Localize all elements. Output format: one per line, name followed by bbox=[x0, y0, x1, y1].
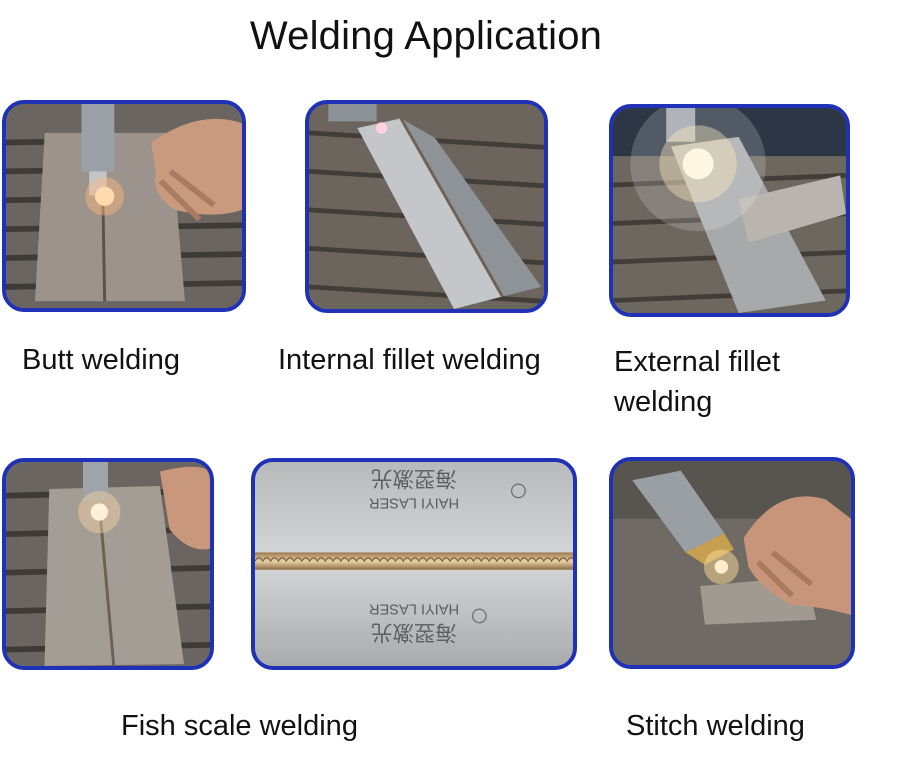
plate-mark-brand-en-top: HAIYI LASER bbox=[369, 495, 459, 511]
plate-mark-brand-en-bottom: HAIYI LASER bbox=[369, 600, 459, 616]
fish-scale-welding-caption: Fish scale welding bbox=[121, 710, 358, 742]
butt-welding-caption: Butt welding bbox=[22, 344, 180, 376]
fish-scale-welding-photo-2: HAIYI LASER 海翌激光 HAIYI LASER 海翌激光 bbox=[251, 458, 577, 670]
butt-welding-photo bbox=[2, 100, 246, 312]
page-title: Welding Application bbox=[249, 14, 603, 58]
external-fillet-welding-caption-line1: External fillet bbox=[614, 346, 781, 378]
external-fillet-welding-caption-line2: welding bbox=[614, 386, 713, 418]
stitch-welding-caption: Stitch welding bbox=[626, 710, 805, 742]
external-fillet-welding-photo bbox=[609, 104, 850, 317]
internal-fillet-welding-photo bbox=[305, 100, 548, 313]
internal-fillet-welding-caption: Internal fillet welding bbox=[278, 344, 541, 376]
fish-scale-welding-photo-1 bbox=[2, 458, 214, 670]
stitch-welding-photo bbox=[609, 457, 855, 669]
plate-mark-brand-cn-top: 海翌激光 bbox=[371, 467, 457, 491]
plate-mark-brand-cn-bottom: 海翌激光 bbox=[371, 621, 457, 645]
